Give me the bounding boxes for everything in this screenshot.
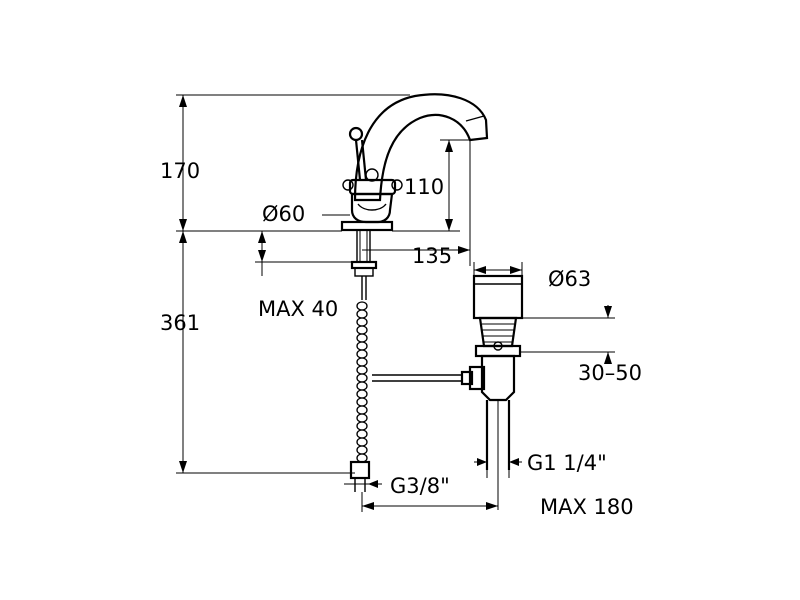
hose-link bbox=[356, 389, 368, 399]
dimension-labels: 170 361 110 Ø60 135 MAX 40 Ø63 30–50 G1 … bbox=[160, 159, 642, 519]
hose-link bbox=[356, 309, 368, 319]
label-spout-outlet-height: 110 bbox=[404, 175, 444, 199]
label-max-deck: MAX 40 bbox=[258, 297, 338, 321]
faucet-body bbox=[350, 192, 394, 224]
faucet-base bbox=[340, 220, 394, 232]
hose-link bbox=[356, 301, 368, 311]
hose-link bbox=[356, 365, 368, 375]
waste-flange bbox=[472, 274, 524, 320]
label-waste-thread: G1 1/4" bbox=[527, 451, 607, 475]
popup-rod bbox=[372, 374, 462, 382]
label-spout-height: 170 bbox=[160, 159, 200, 183]
label-spout-reach: 135 bbox=[412, 244, 452, 268]
supply-fitting bbox=[345, 460, 375, 492]
hose-link bbox=[356, 453, 368, 463]
hose-link bbox=[356, 429, 368, 439]
label-supply-thread: G3/8" bbox=[390, 474, 450, 498]
hose-link bbox=[356, 381, 368, 391]
hose-link bbox=[356, 349, 368, 359]
dimension-lines bbox=[176, 94, 615, 512]
hose-link bbox=[356, 413, 368, 423]
hose-link bbox=[356, 405, 368, 415]
label-waste-adjust: 30–50 bbox=[578, 361, 642, 385]
label-max-rod-distance: MAX 180 bbox=[540, 495, 634, 519]
label-base-diameter: Ø60 bbox=[262, 202, 305, 226]
hose-link bbox=[356, 397, 368, 407]
hose-link bbox=[356, 373, 368, 383]
label-total-height: 361 bbox=[160, 311, 200, 335]
hose-link bbox=[356, 317, 368, 327]
faucet-spout bbox=[353, 93, 489, 202]
hose-link bbox=[356, 357, 368, 367]
braided-supply-hose bbox=[356, 301, 368, 463]
label-waste-diameter: Ø63 bbox=[548, 267, 591, 291]
hose-link bbox=[356, 333, 368, 343]
hose-link bbox=[356, 341, 368, 351]
hose-link bbox=[356, 421, 368, 431]
hose-link bbox=[356, 445, 368, 455]
hose-link bbox=[356, 437, 368, 447]
popup-waste bbox=[460, 274, 524, 470]
cross-handle bbox=[342, 168, 403, 196]
faucet bbox=[340, 93, 489, 300]
handle-knob bbox=[348, 126, 364, 142]
hose-link bbox=[356, 325, 368, 335]
